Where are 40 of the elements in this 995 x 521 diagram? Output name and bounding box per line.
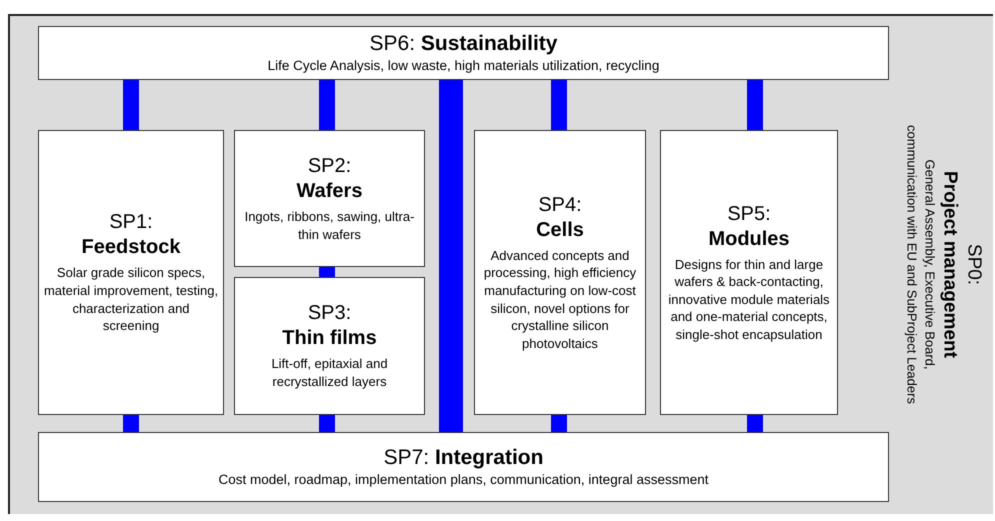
box-description: Solar grade silicon specs, material improvement, testing, characterization and screening [43,264,219,335]
panel-number: SP0: [962,243,986,285]
box-description: Ingots, ribbons, sawing, ultra-thin wafers [244,208,416,244]
box-heading: Thin films [282,326,377,352]
subproject-box [38,130,224,415]
box-heading: SP6: Sustainability [370,30,558,57]
box-description: Advanced concepts and processing, high efficiency manufacturing on low-cost silicon, novel options for crystalline silicon photovoltaics [482,246,638,352]
connector-bar [551,80,567,130]
panel-description: General Assembly, Executive Board, communication with EU and SubProject Leaders [902,124,938,406]
box-heading: Cells [536,218,584,243]
box-number: SP2: [308,154,352,179]
box-description: Life Cycle Analysis, low waste, high materials utilization, recycling [268,56,660,75]
box-number: SP3: [308,301,352,326]
subproject-box [234,130,425,267]
subproject-box [38,26,889,80]
panel-heading: Project management [938,170,962,358]
connector-bar [123,80,139,130]
box-description: Lift-off, epitaxial and recrystallized layers [270,355,389,391]
subproject-box [38,432,889,502]
connector-bar [319,415,335,432]
connector-bar [319,80,335,130]
connector-bar [123,415,139,432]
subproject-box [660,130,838,415]
connector-bar [439,80,463,432]
box-number: SP1: [109,210,153,236]
box-heading: Wafers [296,178,362,204]
connector-bar [747,415,763,432]
box-number: SP4: [538,192,582,218]
box-heading: Modules [708,226,790,252]
subproject-box [474,130,646,415]
box-description: Designs for thin and large wafers & back-contacting, innovative module materials and one-material concepts, single-shot encapsulation [667,256,831,344]
subproject-box [234,277,425,415]
box-description: Cost model, roadmap, implementation plans, communication, integral assessment [218,470,708,489]
connector-bar [319,267,335,277]
connector-bar [551,415,567,432]
box-number: SP5: [727,202,771,227]
project-panel [8,14,993,514]
box-heading: Feedstock [82,235,180,260]
box-heading: SP7: Integration [384,444,544,471]
connector-bar [747,80,763,130]
